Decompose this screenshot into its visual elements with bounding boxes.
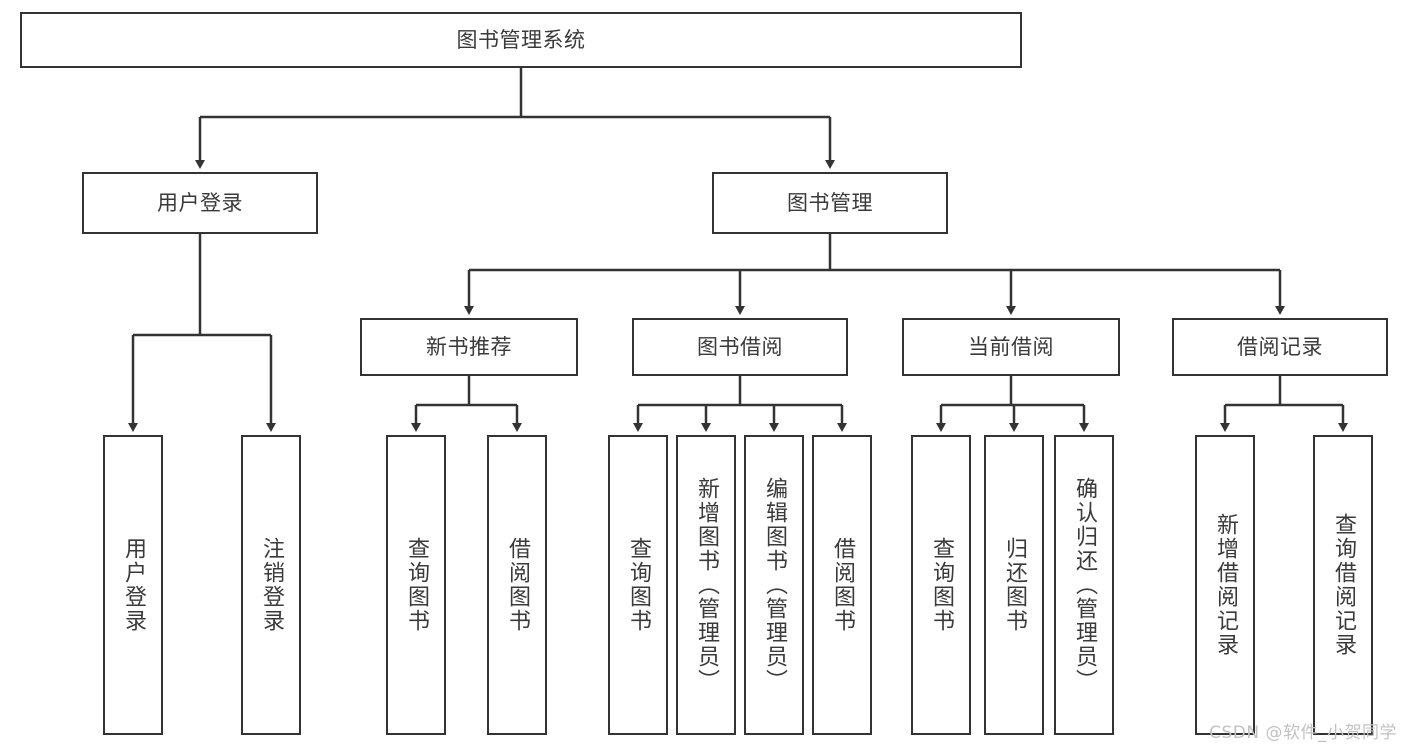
node-label: 图书管理系统	[456, 27, 586, 52]
node-leaf-user-login[interactable]: 用户登录	[103, 435, 163, 735]
node-leaf-borrow-add[interactable]: 新增图书（管理员）	[676, 435, 736, 735]
node-label: 查询借阅记录	[1331, 513, 1356, 657]
node-label: 确认归还（管理员）	[1072, 477, 1097, 693]
node-leaf-cur-confirm[interactable]: 确认归还（管理员）	[1054, 435, 1114, 735]
node-label: 图书借阅	[697, 334, 783, 359]
node-newbook[interactable]: 新书推荐	[360, 318, 578, 376]
node-bookmgmt[interactable]: 图书管理	[712, 172, 948, 234]
node-leaf-borrow-edit[interactable]: 编辑图书（管理员）	[744, 435, 804, 735]
node-label: 查询图书	[404, 537, 429, 633]
node-leaf-cur-return[interactable]: 归还图书	[984, 435, 1044, 735]
node-record[interactable]: 借阅记录	[1172, 318, 1388, 376]
node-label: 新增图书（管理员）	[694, 477, 719, 693]
node-label: 新书推荐	[426, 334, 512, 359]
node-label: 归还图书	[1002, 537, 1027, 633]
node-label: 借阅记录	[1237, 334, 1323, 359]
node-label: 用户登录	[121, 537, 146, 633]
node-label: 借阅图书	[505, 537, 530, 633]
node-borrow[interactable]: 图书借阅	[632, 318, 848, 376]
node-login[interactable]: 用户登录	[82, 172, 318, 234]
node-leaf-borrow-query[interactable]: 查询图书	[608, 435, 668, 735]
node-label: 用户登录	[157, 190, 243, 215]
node-leaf-logout[interactable]: 注销登录	[241, 435, 301, 735]
node-leaf-rec-query[interactable]: 查询借阅记录	[1313, 435, 1373, 735]
node-label: 注销登录	[259, 537, 284, 633]
node-label: 借阅图书	[830, 537, 855, 633]
node-current[interactable]: 当前借阅	[902, 318, 1120, 376]
node-leaf-new-query[interactable]: 查询图书	[386, 435, 446, 735]
node-label: 新增借阅记录	[1213, 513, 1238, 657]
node-label: 查询图书	[929, 537, 954, 633]
node-leaf-borrow-do[interactable]: 借阅图书	[812, 435, 872, 735]
node-label: 图书管理	[787, 190, 873, 215]
node-root[interactable]: 图书管理系统	[20, 12, 1022, 68]
node-leaf-new-borrow[interactable]: 借阅图书	[487, 435, 547, 735]
node-leaf-cur-query[interactable]: 查询图书	[911, 435, 971, 735]
node-label: 查询图书	[626, 537, 651, 633]
node-leaf-rec-add[interactable]: 新增借阅记录	[1195, 435, 1255, 735]
node-label: 当前借阅	[968, 334, 1054, 359]
node-label: 编辑图书（管理员）	[762, 477, 787, 693]
